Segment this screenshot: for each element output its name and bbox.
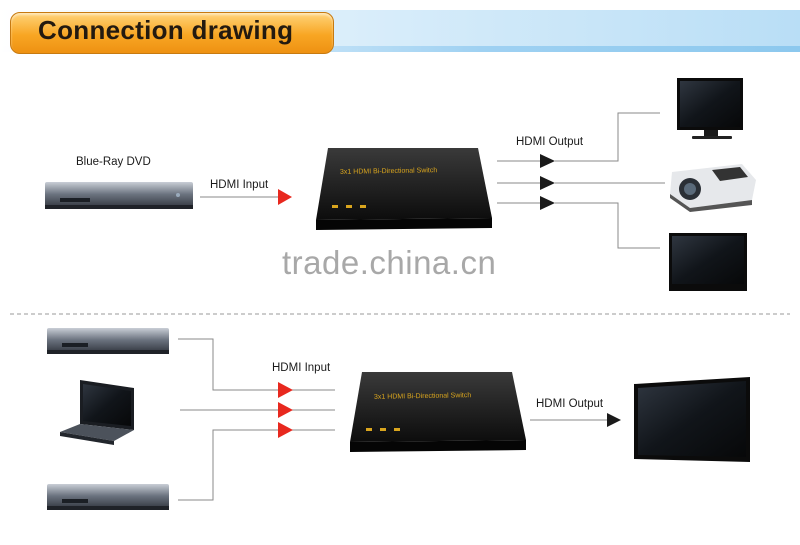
hdmi-switch-top [316,148,492,230]
bluray-player-bottom-1 [47,328,169,354]
input-line-bottom-3 [178,429,283,501]
watermark: trade.china.cn [282,244,497,281]
title-badge [10,12,334,54]
input-arrow-top [278,189,292,205]
monitor-icon [677,78,743,139]
output-arrow-top-3 [540,196,555,210]
input-arrow-bottom-2 [278,402,293,418]
output-arrow-bottom [607,413,621,427]
laptop-icon [60,380,134,445]
hdmi-output-label-bottom: HDMI Output [536,398,604,410]
tv-icon-bottom [634,377,750,462]
projector-icon [670,164,756,212]
source-label: Blue-Ray DVD [76,156,151,168]
hdmi-input-label-top: HDMI Input [210,179,269,191]
hdmi-output-label-top: HDMI Output [516,136,584,148]
branch-line-tv [555,202,660,249]
output-arrow-top-1 [540,154,555,168]
input-line-bottom-1 [178,338,283,391]
hdmi-input-label-bottom: HDMI Input [272,362,331,374]
tv-icon-top [669,233,747,291]
output-arrow-top-2 [540,176,555,190]
page-title: Connection drawing [38,15,294,45]
branch-line-monitor [555,112,660,162]
bluray-player-top [45,182,193,209]
input-arrow-bottom-3 [278,422,293,438]
input-arrow-bottom-1 [278,382,293,398]
hdmi-switch-bottom [350,372,526,452]
bluray-player-bottom-2 [47,484,169,510]
